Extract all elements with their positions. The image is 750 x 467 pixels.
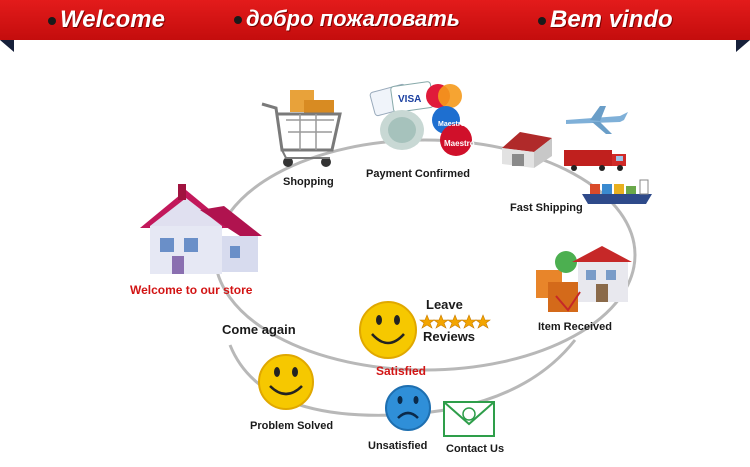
come-again-label: Come again [222, 322, 296, 337]
banner-fold-left [0, 40, 14, 52]
payment-cards-icon: VISA Maestro Maestro [369, 81, 475, 156]
item-received-label: Item Received [538, 321, 612, 333]
satisfied-smiley-icon [359, 301, 417, 359]
banner-welcome-ru: добро пожаловать [234, 6, 460, 32]
item-received-icon [536, 246, 632, 312]
visa-label: VISA [398, 94, 421, 105]
banner-welcome-pt-text: Bem vindo [550, 6, 673, 33]
unsatisfied-face-icon [385, 385, 431, 431]
warehouse-icon [502, 132, 552, 168]
bullet-icon [538, 16, 546, 25]
banner-welcome-ru-text: добро пожаловать [246, 6, 460, 31]
banner-fold-right [736, 40, 750, 52]
welcome-store-label: Welcome to our store [130, 283, 253, 297]
shopping-cart-icon [261, 90, 342, 167]
satisfied-label: Satisfied [376, 364, 427, 378]
banner-welcome-en: Welcome [48, 6, 165, 34]
problem-solved-smiley-icon [258, 354, 314, 410]
bullet-icon [234, 16, 242, 25]
envelope-icon [443, 401, 495, 437]
airplane-icon [566, 106, 628, 134]
house-icon [140, 184, 262, 274]
maestro-label-1: Maestro [438, 121, 465, 128]
leave-label: Leave [426, 297, 463, 312]
contact-us-label[interactable]: Contact Us [446, 443, 505, 455]
maestro-label-2: Maestro [444, 139, 475, 148]
banner-welcome-en-text: Welcome [60, 6, 165, 33]
payment-confirmed-label: Payment Confirmed [366, 168, 470, 180]
welcome-banner [0, 0, 750, 40]
truck-icon [564, 150, 626, 171]
shopping-label: Shopping [283, 176, 334, 188]
cargo-ship-icon [582, 179, 652, 204]
problem-solved-label: Problem Solved [250, 420, 334, 432]
bullet-icon [48, 16, 56, 25]
banner-welcome-pt: Bem vindo [538, 6, 673, 34]
reviews-label: Reviews [423, 329, 476, 344]
fast-shipping-label: Fast Shipping [510, 202, 583, 214]
unsatisfied-label: Unsatisfied [368, 440, 428, 452]
rating-stars-icon [419, 314, 491, 329]
